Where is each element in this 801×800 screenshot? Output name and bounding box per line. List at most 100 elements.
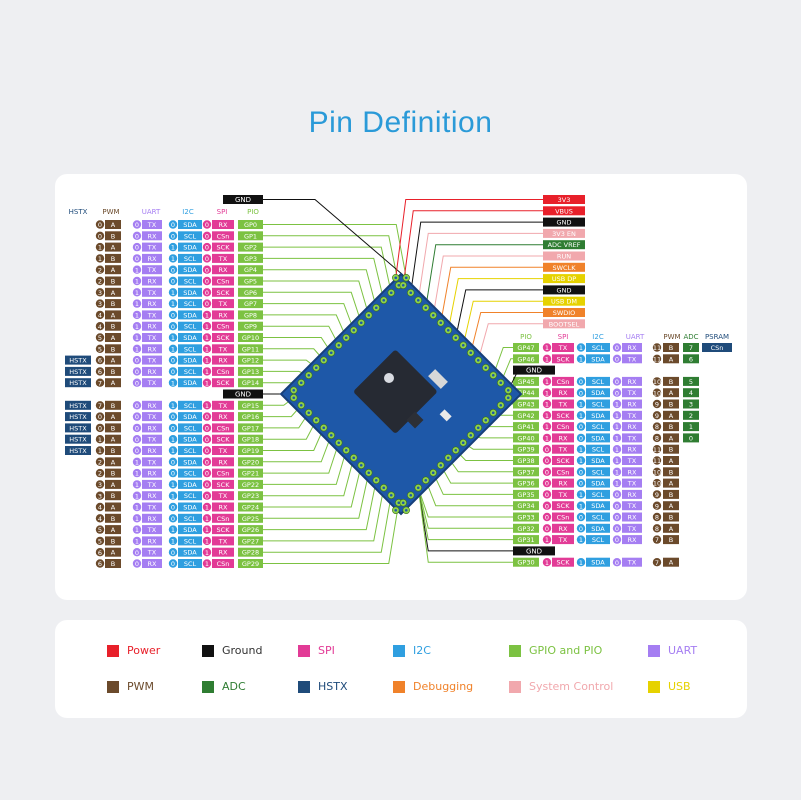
spi-box	[212, 378, 234, 388]
spi-label: CSn	[217, 278, 230, 286]
pcb-pad-hole	[476, 358, 480, 362]
pcb-pad-hole	[382, 486, 386, 490]
i2c-index: 1	[171, 538, 175, 546]
pio-box	[238, 310, 263, 320]
spi-label: RX	[219, 266, 229, 274]
right-pwm-index-badge	[652, 524, 662, 533]
i2c-label: SDA	[183, 549, 197, 557]
uart-label: RX	[148, 424, 158, 432]
right-i2c-index-badge	[576, 490, 586, 499]
spi-box	[212, 536, 234, 546]
pwm-box	[105, 220, 121, 229]
pcb-pad-hole	[299, 403, 303, 407]
i2c-label: SDA	[183, 244, 197, 252]
leader-line	[263, 420, 317, 440]
uart-label: TX	[147, 266, 157, 274]
right-uart-box	[622, 512, 642, 522]
pwm-index-badge	[95, 367, 105, 376]
leader-line	[455, 289, 543, 338]
pcb-pad-hole	[431, 313, 435, 317]
pwm-label: A	[111, 526, 116, 534]
uart-index-badge	[132, 322, 142, 331]
right-top-pin-box	[543, 251, 585, 261]
right-uart-index: 1	[615, 401, 619, 409]
pcb-pad-hole	[439, 463, 443, 467]
right-uart-label: TX	[627, 434, 637, 442]
pwm-index: 3	[98, 289, 102, 297]
right-adc-label: 2	[689, 412, 693, 420]
i2c-index-badge	[168, 231, 178, 240]
pwm-box	[105, 366, 121, 376]
right-pio-label: GP34	[517, 502, 534, 510]
i2c-label: SCL	[184, 278, 197, 286]
right-spi-label: SCK	[557, 355, 571, 363]
pio-box	[238, 457, 263, 467]
pwm-index-badge	[95, 288, 105, 297]
pwm-box	[105, 502, 121, 512]
right-spi-label: TX	[558, 344, 568, 352]
spi-index-badge	[202, 344, 212, 353]
uart-label: TX	[147, 334, 157, 342]
legend-swatch	[298, 645, 310, 657]
pwm-label: A	[111, 334, 116, 342]
pwm-index: 4	[98, 323, 102, 331]
right-spi-index: 1	[545, 389, 549, 397]
right-top-pin-box	[543, 206, 585, 216]
right-uart-index-badge	[612, 501, 622, 510]
uart-label: RX	[148, 255, 158, 263]
uart-index: 0	[135, 436, 139, 444]
right-uart-index-badge	[612, 422, 622, 431]
spi-index: 0	[205, 232, 209, 240]
right-i2c-index: 1	[579, 344, 583, 352]
right-pwm-index: 11	[653, 344, 661, 352]
right-uart-box	[622, 410, 642, 420]
spi-index-badge	[202, 378, 212, 387]
uart-index: 0	[135, 221, 139, 229]
right-top-pin-label: USB DP	[552, 275, 576, 283]
hstx-box	[65, 434, 91, 444]
right-pwm-index-badge	[652, 445, 662, 454]
right-adc-box	[683, 388, 699, 398]
pwm-index-badge	[95, 548, 105, 557]
pcb-pad-hole	[292, 396, 296, 400]
i2c-label: SCL	[184, 368, 197, 376]
i2c-index: 0	[171, 368, 175, 376]
right-uart-index: 0	[615, 536, 619, 544]
spi-index: 0	[205, 255, 209, 263]
leader-line	[263, 435, 332, 463]
right-i2c-index-badge	[576, 535, 586, 544]
i2c-index: 0	[171, 312, 175, 320]
right-top-pin-label: 3V3	[558, 196, 571, 204]
right-uart-index-badge	[612, 377, 622, 386]
pcb-pad-hole	[314, 418, 318, 422]
left-header-pio: PIO	[247, 208, 259, 216]
right-pwm-box	[663, 535, 679, 545]
right-pwm-index-badge	[652, 501, 662, 510]
right-pio-label: GP47	[517, 344, 534, 352]
i2c-box	[178, 310, 202, 320]
spi-box	[212, 400, 234, 410]
pwm-box	[105, 513, 121, 523]
uart-index: 0	[135, 413, 139, 421]
right-top-pin-label: GND	[557, 286, 572, 294]
spi-label: TX	[218, 447, 228, 455]
i2c-index-badge	[168, 220, 178, 229]
pcb-board	[279, 272, 523, 516]
i2c-label: SDA	[183, 289, 197, 297]
right-uart-box	[622, 467, 642, 477]
right-uart-box	[622, 489, 642, 499]
i2c-label: SCL	[184, 447, 197, 455]
right-pwm-index-badge	[652, 399, 662, 409]
right-adc-box	[683, 433, 699, 443]
pio-label: GP0	[244, 221, 257, 229]
hstx-label: HSTX	[69, 424, 87, 432]
right-pwm-label: B	[669, 446, 673, 454]
leader-line	[402, 210, 543, 286]
i2c-label: SCL	[184, 537, 197, 545]
uart-index-badge	[132, 355, 142, 365]
uart-box	[142, 333, 162, 342]
legend-swatch	[509, 645, 521, 657]
spi-index: 0	[205, 266, 209, 274]
uart-label: RX	[148, 537, 158, 545]
right-pwm-index: 7	[655, 536, 659, 544]
